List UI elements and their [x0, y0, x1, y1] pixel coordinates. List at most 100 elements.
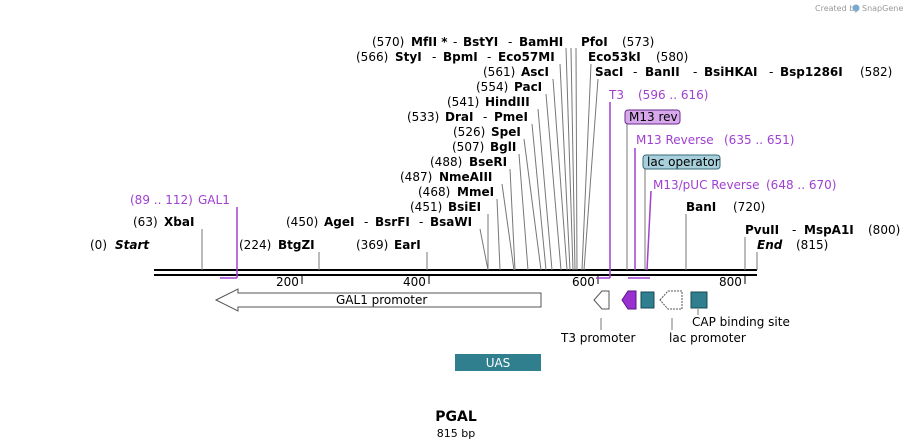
lac-operator-feature — [640, 291, 655, 309]
svg-text:-: - — [419, 215, 423, 229]
cut-pos-561: (561) — [483, 65, 515, 79]
cut-name-bstyi: BstYI — [463, 35, 498, 49]
cut-name-bsawi: BsaWI — [430, 215, 472, 229]
cut-pos-450: (450) — [286, 215, 318, 229]
snapgene-logo-icon — [852, 4, 860, 12]
m13-rev-box — [624, 109, 681, 125]
credit-brand: SnapGene — [862, 4, 903, 13]
cut-name-bamhi: BamHI — [519, 35, 563, 49]
svg-text:-: - — [432, 50, 436, 64]
tick-label-800: 800 — [719, 275, 742, 289]
primer-gal1-label: GAL1 — [198, 193, 230, 207]
cut-name-bani: BanI — [686, 200, 716, 214]
cut-pos-800: (800) — [868, 223, 900, 237]
cap-site-feature — [690, 291, 708, 309]
cut-name-hindiii: HindIII — [485, 95, 530, 109]
primer-m13-puc-range: (648 .. 670) — [766, 178, 836, 192]
gal1-promoter-label: GAL1 promoter — [336, 293, 427, 307]
cut-name-btgzi: BtgZI — [278, 238, 315, 252]
cut-name-xbai: XbaI — [164, 215, 194, 229]
cut-name-mspa1i: MspA1I — [804, 223, 854, 237]
uas-label: UAS — [486, 356, 511, 370]
primer-m13-puc-label: M13/pUC Reverse — [653, 178, 760, 192]
m13-rev-label: M13 rev — [629, 110, 678, 124]
map-title: PGAL — [435, 409, 477, 425]
map-length: 815 bp — [437, 427, 475, 440]
primer-t3-label: T3 — [608, 88, 624, 102]
cut-pos-487: (487) — [400, 170, 432, 184]
svg-text:-: - — [483, 110, 487, 124]
cut-name-asci: AscI — [521, 65, 549, 79]
t3-promoter-arrow — [593, 290, 610, 310]
svg-text:-: - — [508, 35, 512, 49]
cut-pos-0: (0) — [90, 238, 107, 252]
cut-name-mfii: MfII * — [411, 35, 448, 49]
cut-name-eari: EarI — [394, 238, 421, 252]
cut-name-drai: DraI — [445, 110, 473, 124]
cut-pos-468: (468) — [418, 185, 450, 199]
tick-label-200: 200 — [276, 275, 299, 289]
cut-pos-573: (573) — [622, 35, 654, 49]
primer-t3-range: (596 .. 616) — [638, 88, 708, 102]
cut-site-lines — [201, 47, 758, 271]
cut-pos-533: (533) — [407, 110, 439, 124]
cut-name-paci: PacI — [514, 80, 542, 94]
cut-name-bseri: BseRI — [469, 155, 507, 169]
cut-pos-224: (224) — [239, 238, 271, 252]
lac-operator-label: lac operator — [647, 155, 720, 169]
cut-pos-554: (554) — [476, 80, 508, 94]
cut-pos-507: (507) — [452, 140, 484, 154]
cut-name-pvuii: PvuII — [745, 223, 779, 237]
cut-pos-570: (570) — [372, 35, 404, 49]
m13-rev-feature — [621, 290, 637, 310]
cut-pos-815: (815) — [796, 238, 828, 252]
cut-name-bsrfi: BsrFI — [375, 215, 410, 229]
t3-promoter-label: T3 promoter — [560, 331, 636, 345]
cap-site-label: CAP binding site — [692, 315, 790, 329]
cut-name-mmei: MmeI — [457, 185, 494, 199]
cut-name-end: End — [757, 238, 783, 252]
cut-name-pmei: PmeI — [494, 110, 528, 124]
svg-text:-: - — [453, 35, 457, 49]
cut-pos-580: (580) — [656, 50, 688, 64]
cut-name-bpmi: BpmI — [443, 50, 478, 64]
cut-pos-526: (526) — [453, 125, 485, 139]
cut-pos-566: (566) — [356, 50, 388, 64]
cut-name-saci: SacI — [595, 65, 623, 79]
cut-name-eco57mi: Eco57MI — [498, 50, 555, 64]
tick-label-600: 600 — [572, 275, 595, 289]
uas-feature — [455, 354, 541, 371]
lac-promoter-arrow — [659, 290, 683, 310]
primer-gal1-range: (89 .. 112) — [130, 193, 193, 207]
cut-pos-451: (451) — [410, 200, 442, 214]
cut-name-banii: BanII — [645, 65, 680, 79]
cut-name-start: Start — [115, 238, 150, 252]
cut-name-bgli: BglI — [490, 140, 516, 154]
ruler — [301, 276, 746, 284]
cut-pos-369: (369) — [356, 238, 388, 252]
svg-text:-: - — [792, 223, 796, 237]
gal1-promoter-arrow — [214, 288, 542, 312]
primer-lines — [220, 102, 652, 279]
primer-m13-reverse-label: M13 Reverse — [636, 133, 714, 147]
cut-name-eco53ki: Eco53kI — [588, 50, 641, 64]
lac-promoter-label: lac promoter — [669, 331, 746, 345]
cut-pos-720: (720) — [733, 200, 765, 214]
cut-name-nmeaiii: NmeAIII — [439, 170, 492, 184]
cut-name-bsiei: BsiEI — [448, 200, 481, 214]
cut-name-bsp1286i: Bsp1286I — [780, 65, 843, 79]
cut-name-styi: StyI — [395, 50, 422, 64]
backbone — [154, 269, 757, 276]
cut-pos-63: (63) — [133, 215, 158, 229]
cut-pos-582: (582) — [860, 65, 892, 79]
primer-m13-reverse-range: (635 .. 651) — [724, 133, 794, 147]
svg-text:-: - — [487, 50, 491, 64]
svg-text:-: - — [364, 215, 368, 229]
cut-pos-541: (541) — [447, 95, 479, 109]
cut-name-agei: AgeI — [324, 215, 354, 229]
lac-operator-box — [642, 154, 721, 170]
svg-text:-: - — [633, 65, 637, 79]
cut-name-bsihkai: BsiHKAI — [704, 65, 758, 79]
